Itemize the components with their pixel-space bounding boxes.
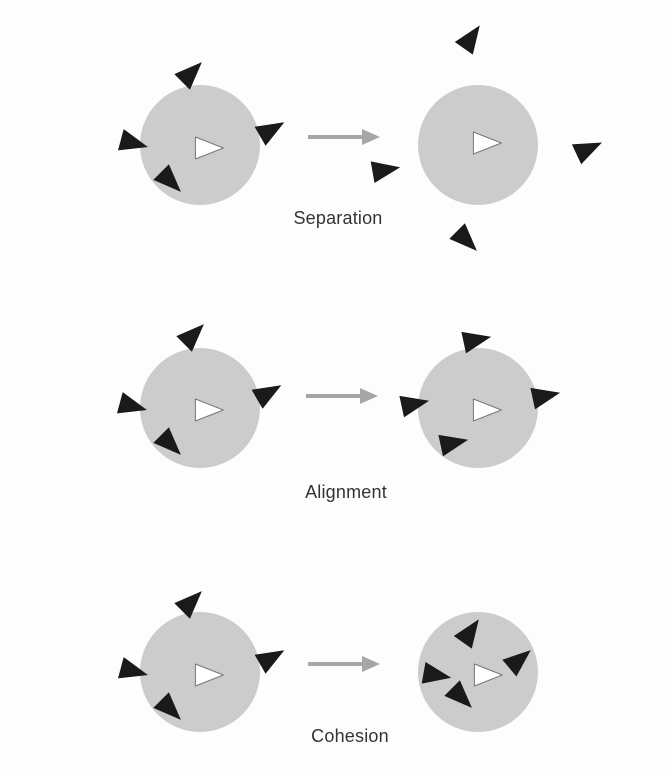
separation-before-neighbor-boid [153, 164, 181, 192]
alignment-after-neighbor-boid [438, 434, 469, 457]
arrow-head [362, 656, 380, 672]
cohesion-before-neighbor-boid [118, 657, 148, 679]
alignment-arrow [306, 388, 378, 404]
alignment-after-neighbor-boid [399, 395, 430, 418]
cohesion-after-neighbor-boid [444, 680, 472, 708]
alignment-before-neighbor-boid [117, 392, 147, 414]
cohesion-arrow [308, 656, 380, 672]
alignment-before-focal-boid [194, 398, 224, 422]
separation-before-neighbor-boid [254, 122, 285, 146]
alignment-before-neighbor-boid [153, 427, 181, 455]
alignment-before-neighbor-boid [251, 385, 282, 409]
separation-arrow [308, 129, 380, 145]
cohesion-after-neighbor-boid [453, 619, 479, 649]
alignment-after-neighbor-boid [530, 387, 561, 410]
cohesion-after-neighbor-boid [502, 650, 531, 677]
arrow-head [360, 388, 378, 404]
cohesion-before-neighbor-boid [174, 591, 202, 619]
cohesion-before-focal-boid [194, 663, 224, 687]
separation-after-focal-boid [472, 131, 502, 155]
cohesion-after-neighbor-boid [421, 662, 452, 684]
cohesion-before-neighbor-boid [153, 692, 181, 720]
alignment-before-neighbor-boid [176, 324, 204, 352]
separation-before-focal-boid [194, 136, 224, 160]
arrow-head [362, 129, 380, 145]
separation-before-neighbor-boid [118, 129, 148, 151]
separation-after-neighbor-boid [454, 25, 480, 55]
separation-before-neighbor-boid [174, 62, 202, 90]
cohesion-before-neighbor-boid [254, 650, 285, 674]
separation-after-neighbor-boid [370, 161, 401, 183]
alignment-after-focal-boid [472, 398, 502, 422]
separation-after-neighbor-boid [449, 223, 477, 251]
cohesion-label: Cohesion [311, 726, 389, 746]
separation-after-neighbor-boid [571, 142, 602, 165]
alignment-label: Alignment [305, 482, 387, 502]
alignment-after-neighbor-boid [461, 331, 492, 354]
cohesion-after-focal-boid [473, 663, 503, 687]
separation-label: Separation [293, 208, 383, 228]
